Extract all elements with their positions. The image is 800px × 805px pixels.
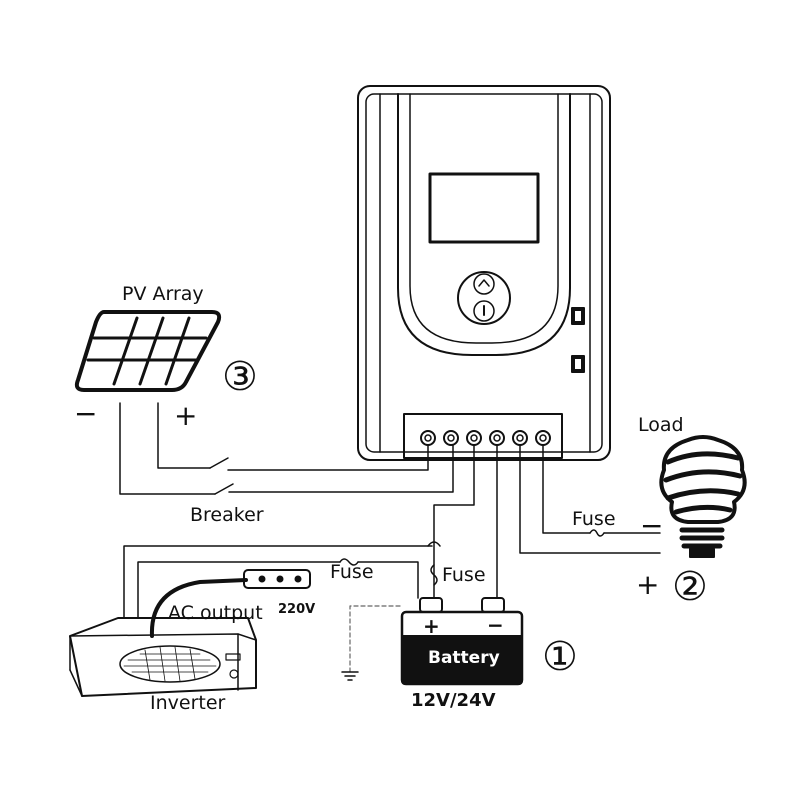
pv-array-label: PV Array (122, 283, 204, 305)
fuse-battery-symbol (430, 564, 438, 586)
controller-body (357, 85, 611, 461)
pv-panel (74, 310, 222, 392)
ac-socket (243, 569, 311, 589)
battery-voltage-label: 12V/24V (411, 690, 496, 711)
fuse-inverter-symbol (339, 558, 359, 566)
menu-button[interactable] (473, 273, 495, 295)
fuse-load-label: Fuse (572, 508, 616, 530)
fuse-battery-label: Fuse (442, 564, 486, 586)
fuse-load-symbol (589, 529, 605, 537)
charge-controller (357, 85, 611, 461)
battery-plus-sign: + (423, 614, 440, 638)
load-wires (519, 444, 661, 554)
breaker-switch (209, 457, 234, 495)
step-3-pv: ③ (222, 354, 258, 400)
inverter-switch[interactable] (229, 669, 239, 679)
terminal-screws (420, 430, 551, 446)
power-button[interactable] (473, 300, 495, 322)
battery-minus-sign: − (487, 613, 504, 637)
load-minus-sign: − (640, 509, 663, 542)
inverter (69, 617, 257, 697)
pv-wires (119, 402, 454, 495)
step-1-battery: ① (542, 634, 578, 680)
bus-crossover (427, 541, 441, 547)
pv-plus-sign: + (174, 399, 197, 432)
step-2-load: ② (672, 564, 708, 610)
load-plus-sign: + (636, 568, 659, 601)
load-label: Load (638, 414, 684, 436)
battery-wires (123, 444, 498, 619)
battery-label: Battery (428, 648, 500, 668)
ground-symbol (341, 605, 401, 681)
ac-output-label: AC output (168, 602, 263, 624)
lcd-screen (428, 172, 540, 244)
battery (400, 597, 524, 686)
inverter-label: Inverter (150, 692, 226, 714)
terminal-block (403, 413, 563, 459)
pv-minus-sign: − (74, 397, 97, 430)
ac-voltage-label: 220V (278, 602, 315, 617)
inverter-vent (119, 645, 221, 683)
ac-cord (149, 578, 248, 638)
load-bulb (659, 435, 747, 558)
fuse-inverter-label: Fuse (330, 561, 374, 583)
breaker-label: Breaker (190, 504, 264, 526)
